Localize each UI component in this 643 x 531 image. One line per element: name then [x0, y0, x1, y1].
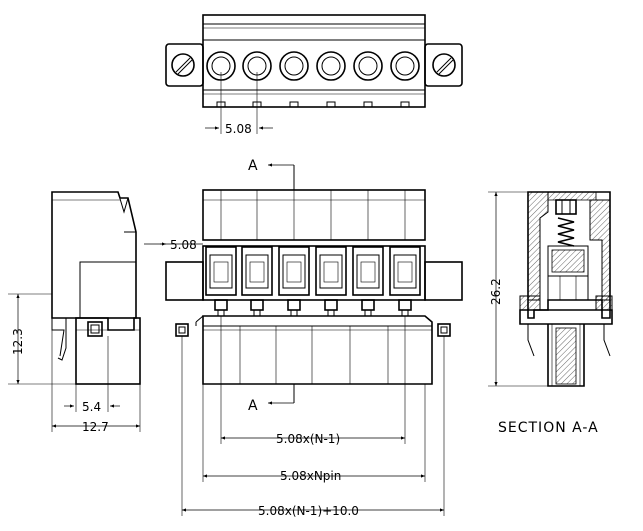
section-marker-top: A [248, 158, 259, 174]
front-terminals [205, 246, 421, 296]
dim-total-label: 5.08x(N-1)+10.0 [258, 504, 359, 518]
dim-n-minus-1-label: 5.08x(N-1) [276, 432, 340, 446]
side-width-b-label: 12.7 [82, 420, 109, 434]
side-width-a-label: 5.4 [82, 400, 101, 414]
front-view: A [144, 158, 463, 518]
dim-npin-label: 5.08xNpin [280, 469, 341, 483]
section-view: 26.2 SECTION A-A [488, 191, 613, 436]
front-pins [214, 299, 412, 317]
side-height-label: 12.3 [11, 328, 25, 355]
top-view: 5.08 [165, 14, 463, 136]
top-ports [206, 51, 420, 81]
section-title: SECTION A-A [498, 420, 599, 436]
section-marker-bottom: A [248, 398, 259, 414]
section-height-label: 26.2 [489, 278, 503, 305]
side-view: 12.3 5.4 12.7 [8, 191, 141, 434]
front-pitch-label: 5.08 [170, 238, 197, 252]
top-pitch-label: 5.08 [225, 122, 252, 136]
